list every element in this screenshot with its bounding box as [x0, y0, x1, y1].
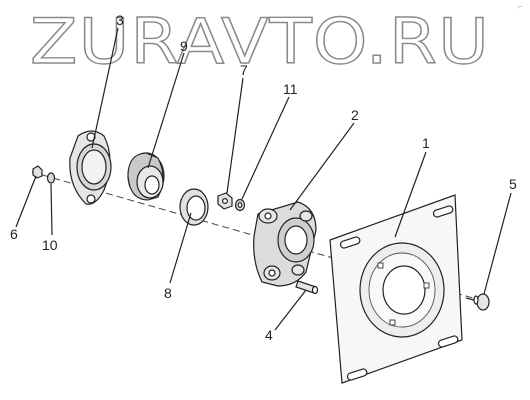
- mounting-plate: [329, 194, 463, 384]
- bearing: [127, 152, 165, 201]
- bearing-flange: [69, 130, 112, 205]
- watermark-text: ZURAVTO.RU: [30, 5, 490, 78]
- callout-3: 3: [116, 12, 124, 28]
- flange-housing: [253, 201, 317, 287]
- callout-8: 8: [164, 285, 172, 301]
- callout-10: 10: [42, 237, 58, 253]
- nut-7: [217, 192, 233, 210]
- callout-4: 4: [265, 327, 273, 343]
- callout-2: 2: [351, 107, 359, 123]
- callout-1: 1: [422, 135, 430, 151]
- callout-7: 7: [240, 62, 248, 78]
- callout-11: 11: [283, 81, 298, 97]
- callout-6: 6: [10, 226, 18, 242]
- seal-ring: [179, 188, 209, 226]
- bolt-5: [465, 293, 490, 311]
- nut-6: [32, 165, 43, 179]
- leader-lines: [15, 27, 512, 331]
- stud-bolt: [295, 280, 319, 295]
- washer-11: [234, 198, 246, 212]
- callout-9: 9: [180, 38, 188, 54]
- corner-mark: ⌐: [518, 4, 522, 11]
- callout-5: 5: [509, 176, 517, 192]
- washer-10: [46, 172, 56, 184]
